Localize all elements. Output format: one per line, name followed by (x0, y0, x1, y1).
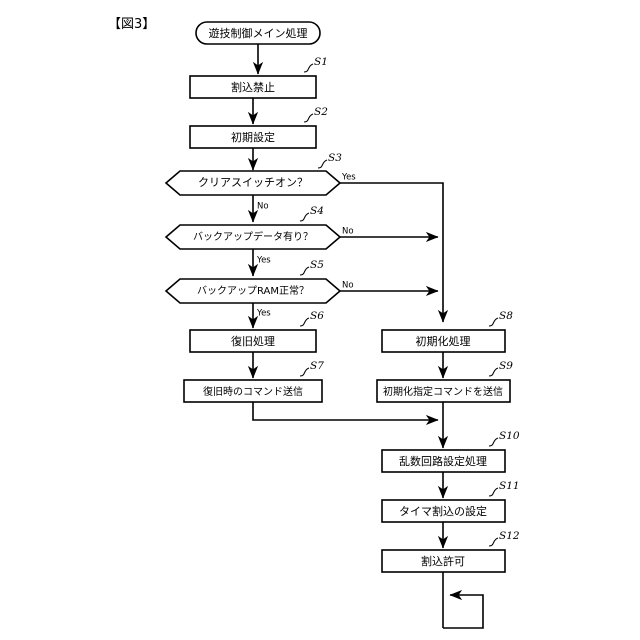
edge-label-s5-no: No (342, 281, 354, 291)
s10-step-label: S10 (499, 430, 520, 442)
s3-step-leader (317, 159, 328, 169)
node-s11: タイマ割込の設定 S11 (381, 480, 520, 523)
s2-label: 初期設定 (231, 130, 275, 144)
edge-loop-back (443, 589, 484, 629)
s8-label: 初期化処理 (416, 334, 471, 348)
edge-label-s3-no: No (257, 202, 269, 212)
node-s3: クリアスイッチオン？ S3 (164, 152, 342, 196)
s4-label: バックアップデータ有り？ (193, 230, 313, 243)
s6-label: 復旧処理 (231, 335, 275, 348)
node-s10: 乱数回路設定処理 S10 (381, 430, 520, 473)
edge-s7-to-s10-trunk (252, 402, 439, 426)
node-s6: 復旧処理 S6 (189, 310, 324, 353)
edge-label-s5-yes: Yes (256, 309, 271, 319)
s12-step-label: S12 (499, 530, 520, 542)
s6-step-leader (299, 317, 310, 327)
s9-label: 初期化指定コマンドを送信 (383, 385, 503, 398)
s10-label: 乱数回路設定処理 (399, 454, 487, 468)
s8-step-label: S8 (499, 310, 513, 322)
node-s2: 初期設定 S2 (189, 106, 328, 149)
s9-step-label: S9 (499, 360, 513, 372)
node-s12: 割込許可 S12 (381, 530, 520, 573)
s10-step-leader (488, 437, 499, 447)
s11-label: タイマ割込の設定 (399, 504, 487, 518)
s4-step-label: S4 (310, 205, 324, 217)
s5-label: バックアップRAM正常？ (197, 284, 309, 297)
edge-label-s4-yes: Yes (256, 256, 271, 266)
edge-label-s4-no: No (342, 227, 354, 237)
s5-step-leader (299, 266, 310, 276)
s7-step-leader (299, 367, 310, 377)
s1-label: 割込禁止 (231, 80, 275, 94)
edge-s3-yes-to-right-trunk (340, 182, 449, 323)
node-s7: 復旧時のコマンド送信 S7 (183, 360, 324, 403)
s11-step-leader (488, 487, 499, 497)
s1-step-label: S1 (314, 56, 328, 68)
node-s4: バックアップデータ有り？ S4 (164, 205, 342, 250)
s8-step-leader (488, 317, 499, 327)
s7-step-label: S7 (310, 360, 324, 372)
node-s1: 割込禁止 S1 (189, 56, 328, 99)
node-start: 遊技制御メイン処理 (195, 21, 321, 45)
s3-label: クリアスイッチオン？ (198, 176, 308, 189)
node-s8: 初期化処理 S8 (381, 310, 513, 353)
start-terminator-label: 遊技制御メイン処理 (209, 26, 308, 40)
figure-number-label: 【図3】 (108, 17, 156, 32)
s6-step-label: S6 (310, 310, 324, 322)
edge-label-s3-yes: Yes (341, 173, 356, 183)
node-s5: バックアップRAM正常？ S5 (164, 259, 342, 304)
s11-step-label: S11 (499, 480, 520, 492)
s2-step-leader (303, 113, 314, 123)
s1-step-leader (303, 63, 314, 73)
s5-step-label: S5 (310, 259, 324, 271)
node-s9: 初期化指定コマンドを送信 S9 (376, 360, 513, 403)
s12-label: 割込許可 (421, 554, 465, 568)
s7-label: 復旧時のコマンド送信 (203, 385, 303, 398)
s9-step-leader (488, 367, 499, 377)
s2-step-label: S2 (314, 106, 328, 118)
s3-step-label: S3 (328, 152, 342, 164)
s4-step-leader (299, 212, 310, 222)
s12-step-leader (488, 537, 499, 547)
